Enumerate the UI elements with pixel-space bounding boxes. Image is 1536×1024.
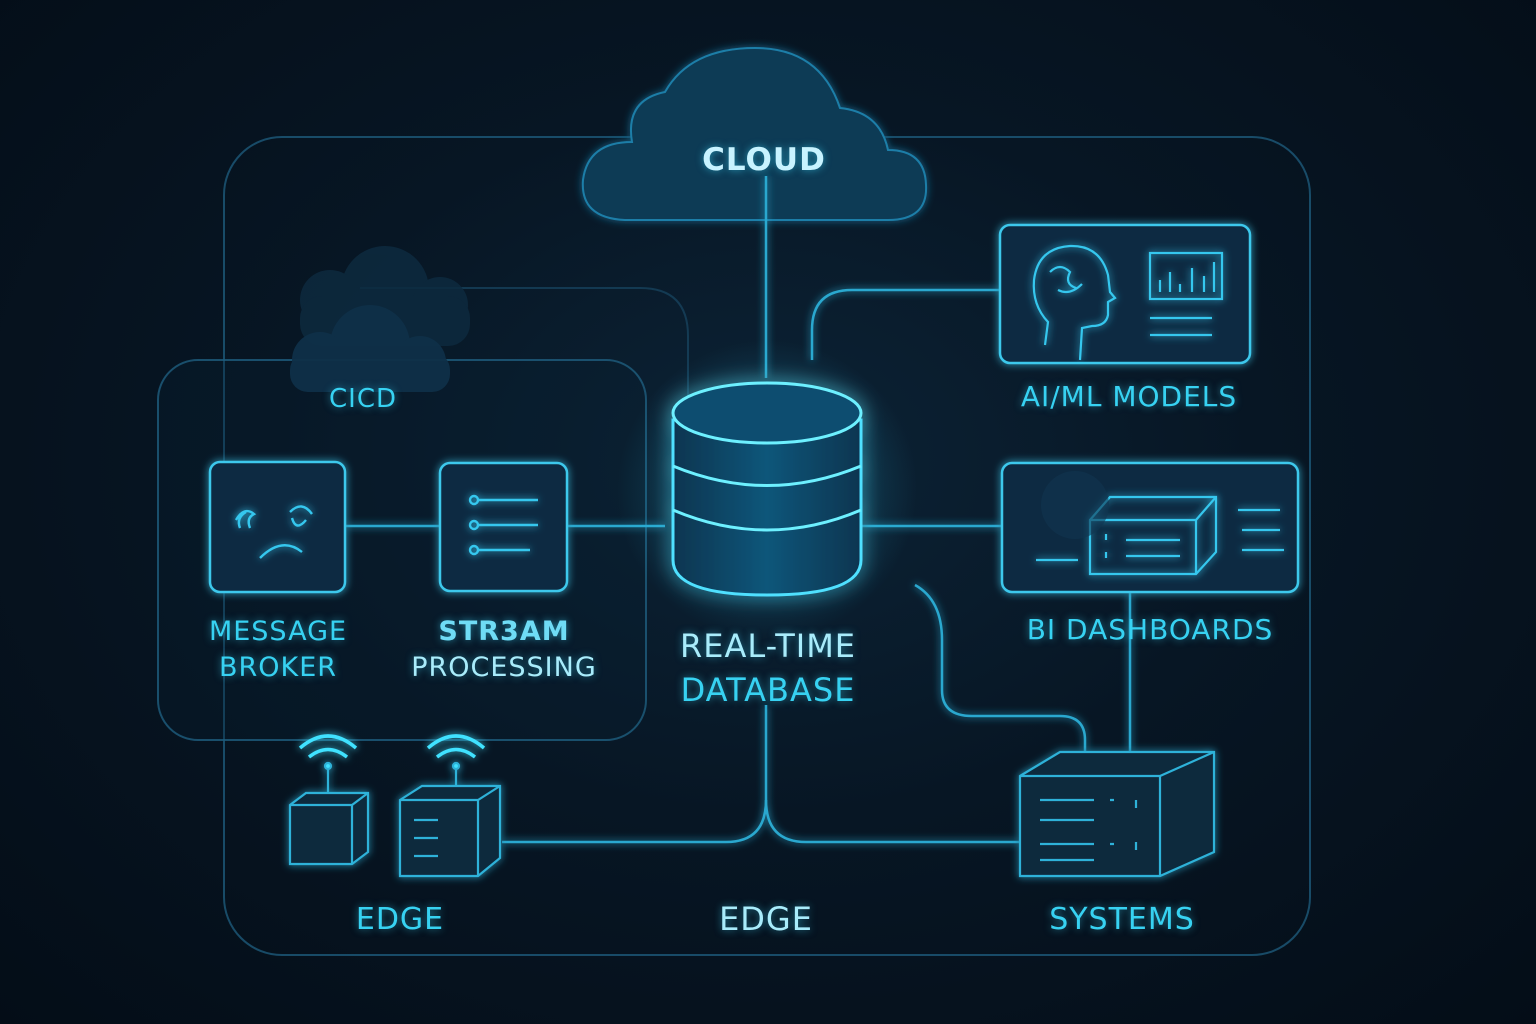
edge-center-label: EDGE (719, 900, 813, 938)
wifi-cube-icon (288, 734, 370, 866)
database-line2: DATABASE (680, 671, 856, 709)
wifi-server-icon (398, 734, 502, 878)
face-icon (234, 505, 313, 559)
message-broker-label: MESSAGE BROKER (186, 614, 370, 686)
cicd-label: CICD (329, 384, 397, 414)
stream-processing-panel[interactable] (438, 461, 569, 593)
list-icon (468, 494, 538, 556)
database-line1: REAL-TIME (679, 627, 857, 665)
database-cylinder-icon[interactable] (671, 381, 863, 597)
cicd-cloud-icon (290, 305, 450, 392)
stream-processing-line1: STR3AM (438, 616, 570, 647)
cicd-back-panel (360, 287, 689, 470)
server-box-icon (1036, 495, 1284, 576)
stream-processing-line2: PROCESSING (411, 652, 597, 683)
edge-left-label: EDGE (355, 902, 445, 937)
stream-processing-label: STR3AM PROCESSING (396, 614, 612, 686)
bi-panel-blob (1041, 471, 1109, 539)
server-rack-icon[interactable] (1018, 750, 1216, 878)
database-label: REAL-TIME DATABASE (640, 624, 896, 712)
systems-label: SYSTEMS (1049, 902, 1195, 937)
cloud-label: CLOUD (702, 142, 826, 178)
ai-ml-panel[interactable] (998, 223, 1252, 365)
ai-ml-label: AI/ML MODELS (1020, 380, 1238, 413)
bi-label: BI DASHBOARDS (1026, 613, 1274, 646)
cloud-icon (581, 46, 928, 221)
bi-panel[interactable] (1000, 461, 1300, 594)
head-profile-chart-icon (1032, 244, 1224, 361)
message-broker-panel[interactable] (208, 460, 347, 594)
message-broker-line2: BROKER (218, 652, 338, 683)
message-broker-line1: MESSAGE (208, 616, 348, 647)
